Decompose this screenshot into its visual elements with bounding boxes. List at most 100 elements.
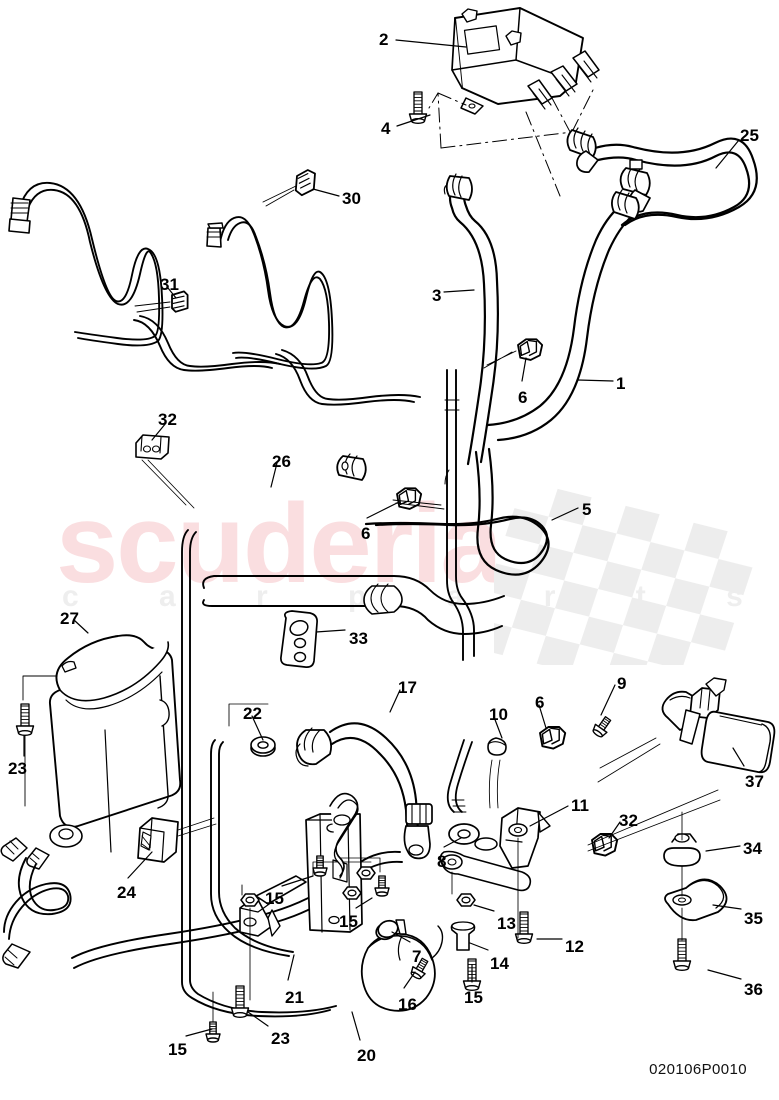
- leader-line-9: [600, 684, 616, 716]
- leader-line-16: [403, 971, 416, 989]
- callout-label-24: 24: [117, 883, 136, 902]
- part-10-cap: [487, 737, 507, 756]
- part-23-bolt-left: [15, 703, 35, 737]
- leader-line-36: [707, 969, 742, 980]
- callout-label-6a: 6: [518, 388, 528, 407]
- callout-label-37: 37: [745, 772, 764, 791]
- part-30-tube-assembly: [206, 216, 421, 406]
- part-24-block: [137, 817, 179, 863]
- part-5-hose: [336, 447, 550, 576]
- callout-label-8: 8: [437, 852, 447, 871]
- leader-line-13: [473, 904, 495, 912]
- part-37-connector: [661, 677, 776, 774]
- part-23-bolt-bottom: [230, 985, 250, 1019]
- part-1-hose: [486, 189, 640, 442]
- part-15-bolt-bottom-left: [205, 1021, 221, 1043]
- callout-label-6c: 6: [535, 693, 545, 712]
- leader-line-4: [396, 114, 431, 127]
- callout-label-5: 5: [582, 500, 592, 519]
- callout-label-7: 7: [412, 947, 422, 966]
- callout-label-15b: 15: [339, 912, 358, 931]
- part-36-bolt: [672, 938, 692, 972]
- callout-label-27: 27: [60, 609, 79, 628]
- callout-label-16: 16: [398, 995, 417, 1014]
- callout-label-6b: 6: [361, 524, 371, 543]
- part-26-end-fitting: [8, 197, 31, 234]
- callout-label-21: 21: [285, 988, 304, 1007]
- leader-line-30: [312, 188, 340, 197]
- leader-line-32a: [151, 422, 167, 441]
- leader-line-20: [351, 1011, 361, 1041]
- part-10-tube: [446, 739, 473, 813]
- part-27-outlet-hoses: [2, 857, 72, 969]
- part-15-bolt-right: [374, 875, 390, 897]
- leader-line-23b: [247, 1011, 269, 1027]
- callout-label-9: 9: [617, 674, 627, 693]
- callout-label-25: 25: [740, 126, 759, 145]
- callout-label-12: 12: [565, 937, 584, 956]
- callout-label-31: 31: [160, 275, 179, 294]
- leader-line-24: [127, 851, 153, 879]
- part-15-nut-a: [356, 866, 376, 880]
- callout-label-15d: 15: [168, 1040, 187, 1059]
- leader-line-5: [551, 507, 579, 521]
- part-20-filter: [360, 919, 444, 1012]
- leader-line-31: [167, 287, 177, 299]
- part-7-seal: [375, 919, 399, 941]
- callout-label-30: 30: [342, 189, 361, 208]
- part-17-end-fitting-bottom: [403, 803, 433, 860]
- leader-line-6b: [366, 501, 400, 519]
- part-11-bracket: [499, 807, 551, 869]
- callout-label-22: 22: [243, 704, 262, 723]
- callout-label-4: 4: [381, 119, 391, 138]
- callout-label-15c: 15: [464, 988, 483, 1007]
- callout-label-23b: 23: [271, 1029, 290, 1048]
- leader-line-33: [315, 629, 346, 633]
- part-25-hose: [566, 127, 758, 227]
- part-6-clip-top: [517, 338, 544, 361]
- callout-label-13: 13: [497, 914, 516, 933]
- leader-line-8: [443, 837, 462, 848]
- center-vertical-tube: [444, 369, 475, 661]
- leader-line-10: [493, 716, 503, 739]
- leader-line-2: [395, 39, 467, 48]
- part-3-hose: [443, 173, 499, 466]
- part-3-end-fitting: [443, 173, 473, 201]
- assembly-guide-lines: [428, 85, 596, 197]
- part-2-valve-body: [451, 7, 600, 115]
- leader-line-26: [270, 462, 278, 488]
- leader-line-15a: [281, 875, 314, 887]
- part-35-clamp: [664, 878, 728, 922]
- callout-label-34: 34: [743, 839, 762, 858]
- callout-label-23a: 23: [8, 759, 27, 778]
- callout-label-35: 35: [744, 909, 763, 928]
- part-30-elbow-fitting: [206, 222, 224, 248]
- callout-label-11: 11: [571, 796, 589, 815]
- callout-label-20: 20: [357, 1046, 376, 1065]
- part-5-end-fitting: [336, 453, 367, 481]
- part-33-seal-plate: [280, 610, 318, 668]
- drawing-code: 020106P0010: [649, 1061, 747, 1078]
- part-31-clip: [171, 290, 189, 313]
- leader-line-32b: [608, 821, 621, 839]
- leader-line-27: [73, 619, 89, 634]
- leader-line-6a: [521, 357, 527, 382]
- leader-line-34: [705, 845, 741, 852]
- part-27-canister: [0, 634, 182, 870]
- part-23-nut-bracket: [240, 893, 260, 907]
- leader-line-3: [443, 289, 475, 293]
- leader-line-15b: [355, 897, 373, 909]
- callout-label-17: 17: [398, 678, 417, 697]
- leader-line-1: [577, 379, 614, 382]
- leader-line-17: [389, 689, 401, 713]
- callout-label-32a: 32: [158, 410, 177, 429]
- part-17-hose: [295, 722, 433, 860]
- leader-line-6c: [538, 704, 547, 729]
- callout-leader-lines: [23, 39, 745, 1041]
- part-1-end-fitting: [611, 189, 640, 220]
- leader-line-37: [732, 747, 745, 767]
- leader-line-21: [287, 954, 295, 981]
- part-15-nut-b: [342, 886, 362, 900]
- leader-line-7: [391, 931, 411, 943]
